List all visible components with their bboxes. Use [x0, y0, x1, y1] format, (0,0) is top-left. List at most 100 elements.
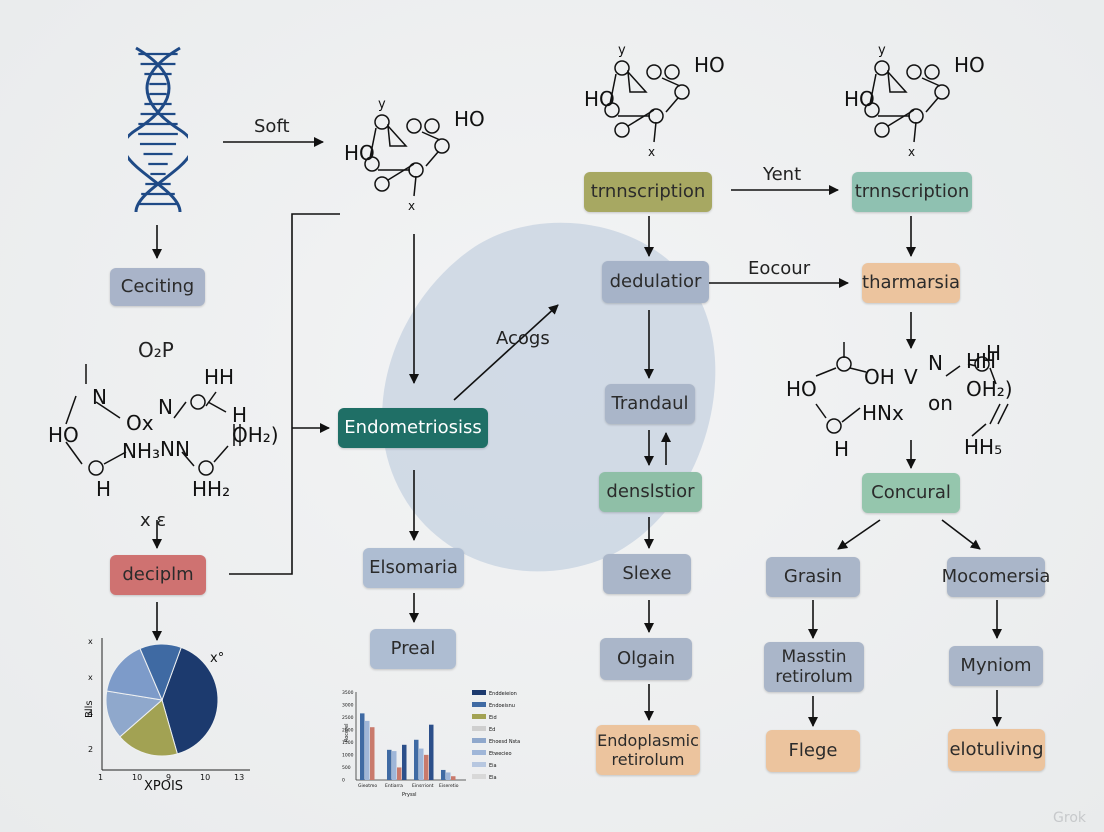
- node-concural[interactable]: Concural: [862, 473, 960, 513]
- edge-endometriosis-to-deduliation: [453, 304, 559, 401]
- svg-text:y: y: [618, 43, 626, 58]
- bar-legend-label: Eia: [489, 763, 497, 769]
- svg-text:x: x: [908, 145, 915, 159]
- bar-1-2: [397, 767, 402, 780]
- bar-2-3: [429, 724, 434, 780]
- bar-legend-swatch: [472, 690, 486, 695]
- node-olgain[interactable]: Olgain: [600, 638, 692, 680]
- node-deciplm[interactable]: deciplm: [110, 555, 206, 595]
- svg-text:H: H: [232, 403, 247, 427]
- svg-text:HO: HO: [844, 87, 875, 111]
- bar-bars: [360, 713, 456, 780]
- bar-y-tick: 2000: [342, 728, 354, 734]
- edge-concural-to-mocomersia: [941, 519, 981, 550]
- node-densistior[interactable]: denslstior: [599, 472, 702, 512]
- bar-y-tick: 1000: [342, 753, 354, 759]
- molecule-mark: y: [378, 97, 386, 112]
- bar-category-label: Einsrriont: [412, 783, 434, 789]
- bar-legend-swatch: [472, 750, 486, 755]
- svg-text:HO: HO: [786, 377, 817, 401]
- bar-legend-label: Eid: [489, 715, 497, 721]
- node-transcription-1[interactable]: trnnscription: [584, 172, 712, 212]
- dna-helix-icon: [128, 46, 188, 213]
- bar-1-0: [387, 749, 392, 780]
- pie-y-tick: 2: [88, 745, 93, 754]
- node-myniom[interactable]: Myniom: [949, 646, 1043, 686]
- svg-text:N: N: [92, 385, 107, 409]
- bar-3-2: [451, 776, 456, 780]
- bar-y-tick: 2500: [342, 715, 354, 721]
- bar-categories: Gieotmo Entiarra Einsrriont Eiseretio: [358, 783, 459, 789]
- bar-3-1: [446, 772, 451, 780]
- svg-text:HH₅: HH₅: [964, 435, 1002, 459]
- node-mocomersia[interactable]: Mocomersia: [942, 557, 1050, 597]
- edge-label-eocour: Eocour: [748, 258, 811, 279]
- pie-x-tick: 13: [234, 773, 244, 782]
- node-trandaul[interactable]: Trandaul: [605, 384, 695, 424]
- pie-xlabel: XPOIS: [144, 779, 183, 794]
- node-flege[interactable]: Flege: [766, 730, 860, 772]
- node-tharmarsia[interactable]: tharmarsia: [862, 263, 960, 303]
- molecule-structure-2: y HO HO x: [584, 43, 725, 159]
- bar-1-1: [392, 751, 397, 780]
- node-transcription-2[interactable]: trnnscription: [852, 172, 972, 212]
- bar-legend-label: Ehoesd Nsta: [489, 739, 520, 745]
- bar-y-tick: 3500: [342, 690, 354, 696]
- pie-y-tick: 4: [88, 709, 93, 718]
- node-deduliation[interactable]: dedulatior: [602, 261, 709, 303]
- node-endometriosis[interactable]: Endometriosiss: [338, 408, 488, 448]
- molecule-structure-left: N Ox N HH H HO NH₃ NN OH₂) H HH₂: [48, 364, 279, 501]
- bar-y-tick: 500: [342, 765, 351, 771]
- bar-1-3: [402, 744, 407, 780]
- edge-label-yent: Yent: [763, 164, 802, 185]
- bar-legend-swatch: [472, 738, 486, 743]
- node-grasin[interactable]: Grasin: [766, 557, 860, 597]
- node-masstin-reticulum[interactable]: Masstin retirolum: [764, 642, 864, 692]
- edge-deciplm-loop: [229, 213, 340, 575]
- bar-category-label: Entiarra: [385, 783, 403, 789]
- node-elotuliving[interactable]: elotuliving: [948, 729, 1045, 771]
- pie-x-tick: 9: [166, 773, 171, 782]
- bar-xlabel: Pryssl: [402, 792, 417, 798]
- svg-text:HH: HH: [966, 349, 996, 373]
- bar-y-tick: 3000: [342, 703, 354, 709]
- bar-2-0: [414, 739, 419, 780]
- svg-text:on: on: [928, 391, 953, 415]
- bar-0-2: [370, 727, 375, 780]
- edge-lines: [152, 137, 1002, 727]
- edge-label-acogs: Acogs: [496, 328, 550, 349]
- bar-y-tick: 0: [342, 778, 345, 784]
- node-endoplasmic-reticulum[interactable]: Endoplasmic retirolum: [596, 725, 700, 775]
- node-sleee[interactable]: Slеxе: [603, 554, 691, 594]
- bar-legend-label: Etwecieo: [489, 751, 512, 757]
- bar-legend-swatch: [472, 762, 486, 767]
- bar-legend-swatch: [472, 714, 486, 719]
- pie-x-tick: 10: [200, 773, 210, 782]
- molecule-structure-1: y HO HO x: [344, 97, 485, 213]
- bar-legend-label: Ela: [489, 775, 497, 781]
- pie-x-tick: 10: [132, 773, 142, 782]
- pie-slice-3: [106, 647, 163, 701]
- svg-text:Ox: Ox: [126, 411, 154, 435]
- svg-text:OH₂): OH₂): [966, 377, 1013, 401]
- bar-category-label: Eiseretio: [439, 783, 459, 789]
- node-preal[interactable]: Preal: [370, 629, 456, 669]
- node-ceciting[interactable]: Ceciting: [110, 268, 205, 306]
- svg-text:OH₂): OH₂): [232, 423, 279, 447]
- bar-ylabel: Rocorel: [344, 723, 350, 742]
- svg-text:x: x: [408, 199, 415, 213]
- bar-0-1: [365, 720, 370, 780]
- svg-text:HO: HO: [584, 87, 615, 111]
- watermark: Grok: [1053, 810, 1086, 826]
- bar-2-2: [424, 754, 429, 780]
- pie-y-tick: x: [88, 637, 93, 646]
- svg-text:HO: HO: [454, 107, 485, 131]
- node-elsomaria[interactable]: Elsomaria: [363, 548, 464, 588]
- svg-text:H: H: [986, 341, 1001, 365]
- bar-category-label: Gieotmo: [358, 783, 377, 789]
